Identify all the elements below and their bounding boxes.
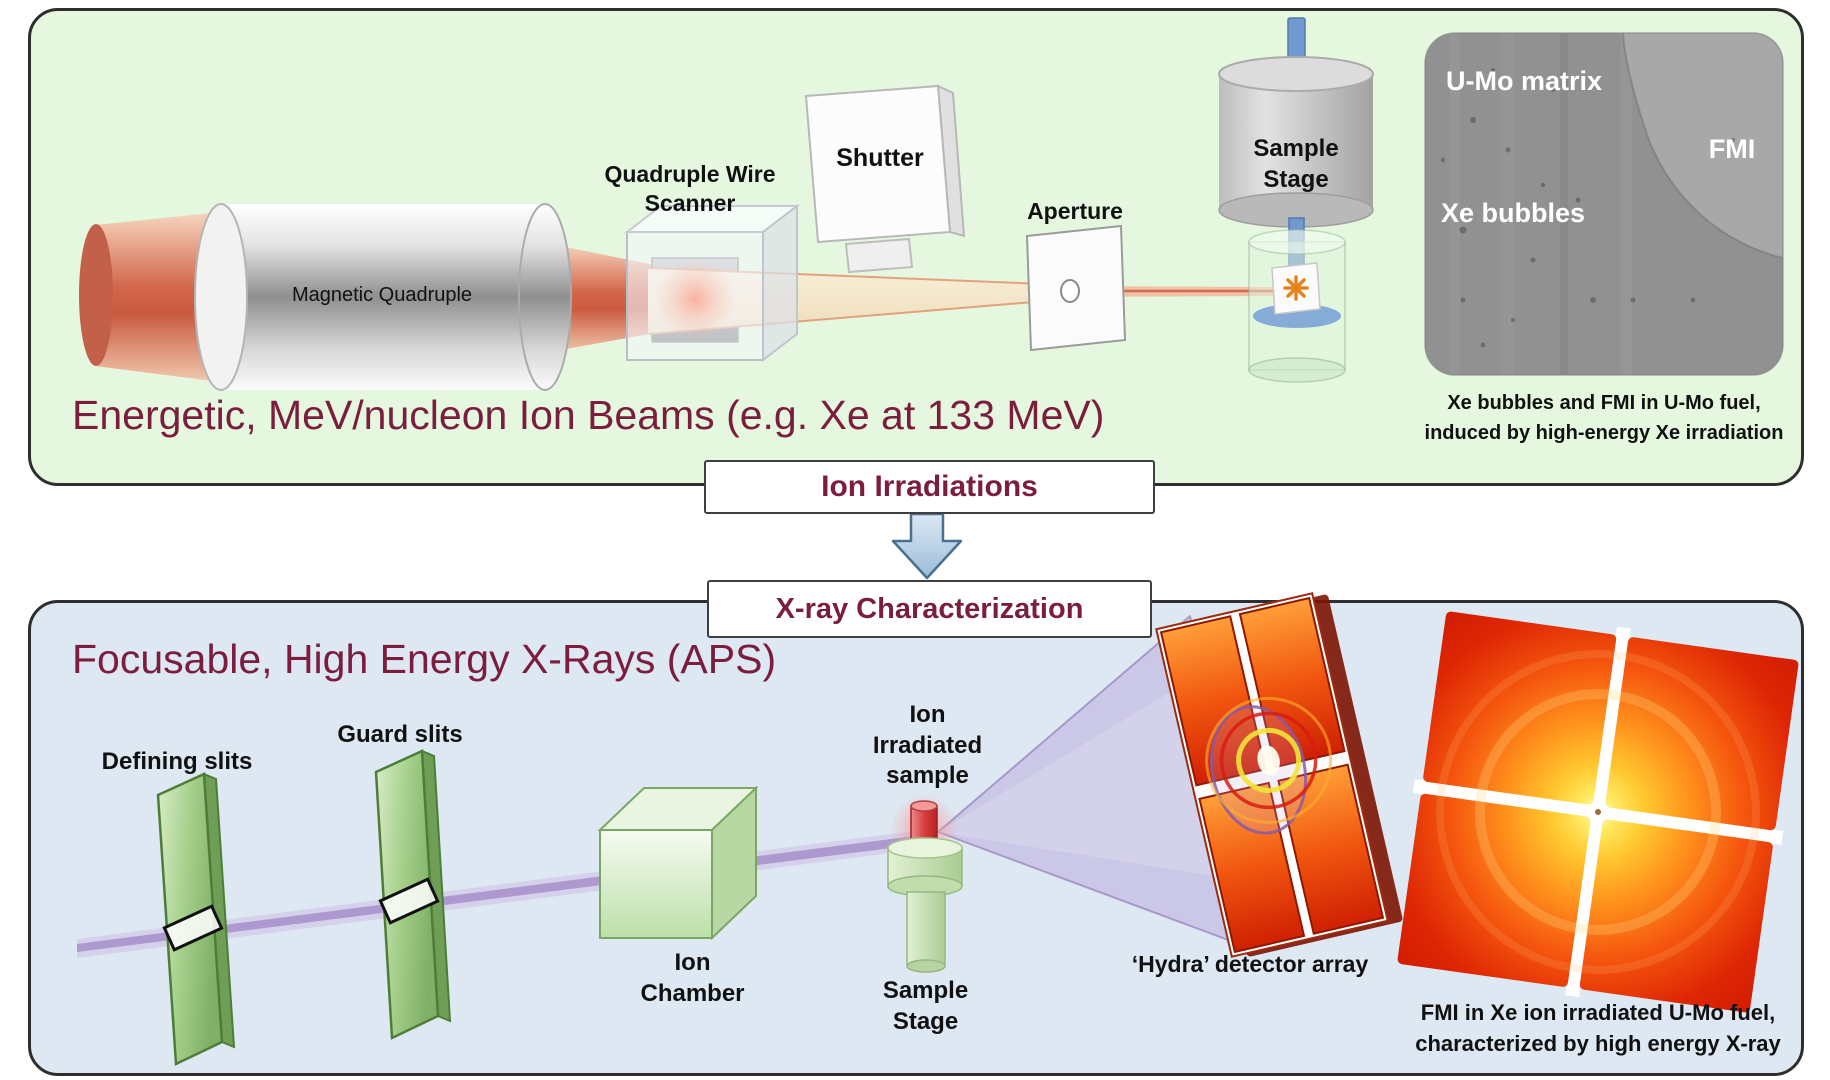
defining-slits-label: Defining slits <box>101 748 253 775</box>
wire-scanner <box>624 203 1071 363</box>
irradiated-sample-assembly <box>887 794 963 973</box>
shutter-label: Shutter <box>836 144 924 172</box>
shutter-device <box>804 84 966 274</box>
irradiated-sample-label: Ion Irradiated sample <box>872 701 983 790</box>
magnetic-quadruple-label: Magnetic Quadruple <box>291 284 473 306</box>
ion-chamber-box <box>597 785 759 941</box>
ion-chamber-label: Ion Chamber <box>640 949 745 1007</box>
top-panel-title: Energetic, MeV/nucleon Ion Beams (e.g. X… <box>72 392 1105 438</box>
aperture-plate <box>1025 224 1127 352</box>
ion-irradiations-label: Ion Irradiations <box>821 470 1038 503</box>
sample-stage-assembly <box>1218 17 1374 383</box>
guard-slits-plate <box>374 749 452 1040</box>
down-arrow-icon <box>891 512 963 580</box>
sample-marker-icon <box>1283 275 1309 301</box>
xe-bubbles-label: Xe bubbles <box>1441 198 1586 228</box>
hydra-detector-label: ‘Hydra’ detector array <box>1131 951 1369 977</box>
bottom-panel-title: Focusable, High Energy X-Rays (APS) <box>72 636 777 682</box>
xray-characterization-label: X-ray Characterization <box>775 592 1084 625</box>
magnetic-quadruple <box>194 203 572 391</box>
umo-matrix-label: U-Mo matrix <box>1446 66 1603 96</box>
sem-micrograph <box>1424 32 1784 376</box>
guard-slits-label: Guard slits <box>337 721 463 748</box>
sample-stage-bottom-label: Sample Stage <box>882 977 969 1035</box>
ion-irradiations-box: Ion Irradiations <box>704 460 1155 514</box>
diffraction-caption: FMI in Xe ion irradiated U-Mo fuel, char… <box>1415 1000 1781 1056</box>
diffraction-pattern <box>1397 611 1799 1013</box>
hydra-detector <box>1155 592 1403 958</box>
sample-stage-label: Sample Stage <box>1253 135 1339 193</box>
aperture-label: Aperture <box>1027 198 1123 224</box>
wire-scanner-label: Quadruple Wire Scanner <box>604 161 776 217</box>
sem-caption: Xe bubbles and FMI in U-Mo fuel, induced… <box>1424 392 1784 444</box>
defining-slits-plate <box>156 772 236 1066</box>
xray-characterization-box: X-ray Characterization <box>707 580 1152 638</box>
fmi-label: FMI <box>1708 134 1756 164</box>
